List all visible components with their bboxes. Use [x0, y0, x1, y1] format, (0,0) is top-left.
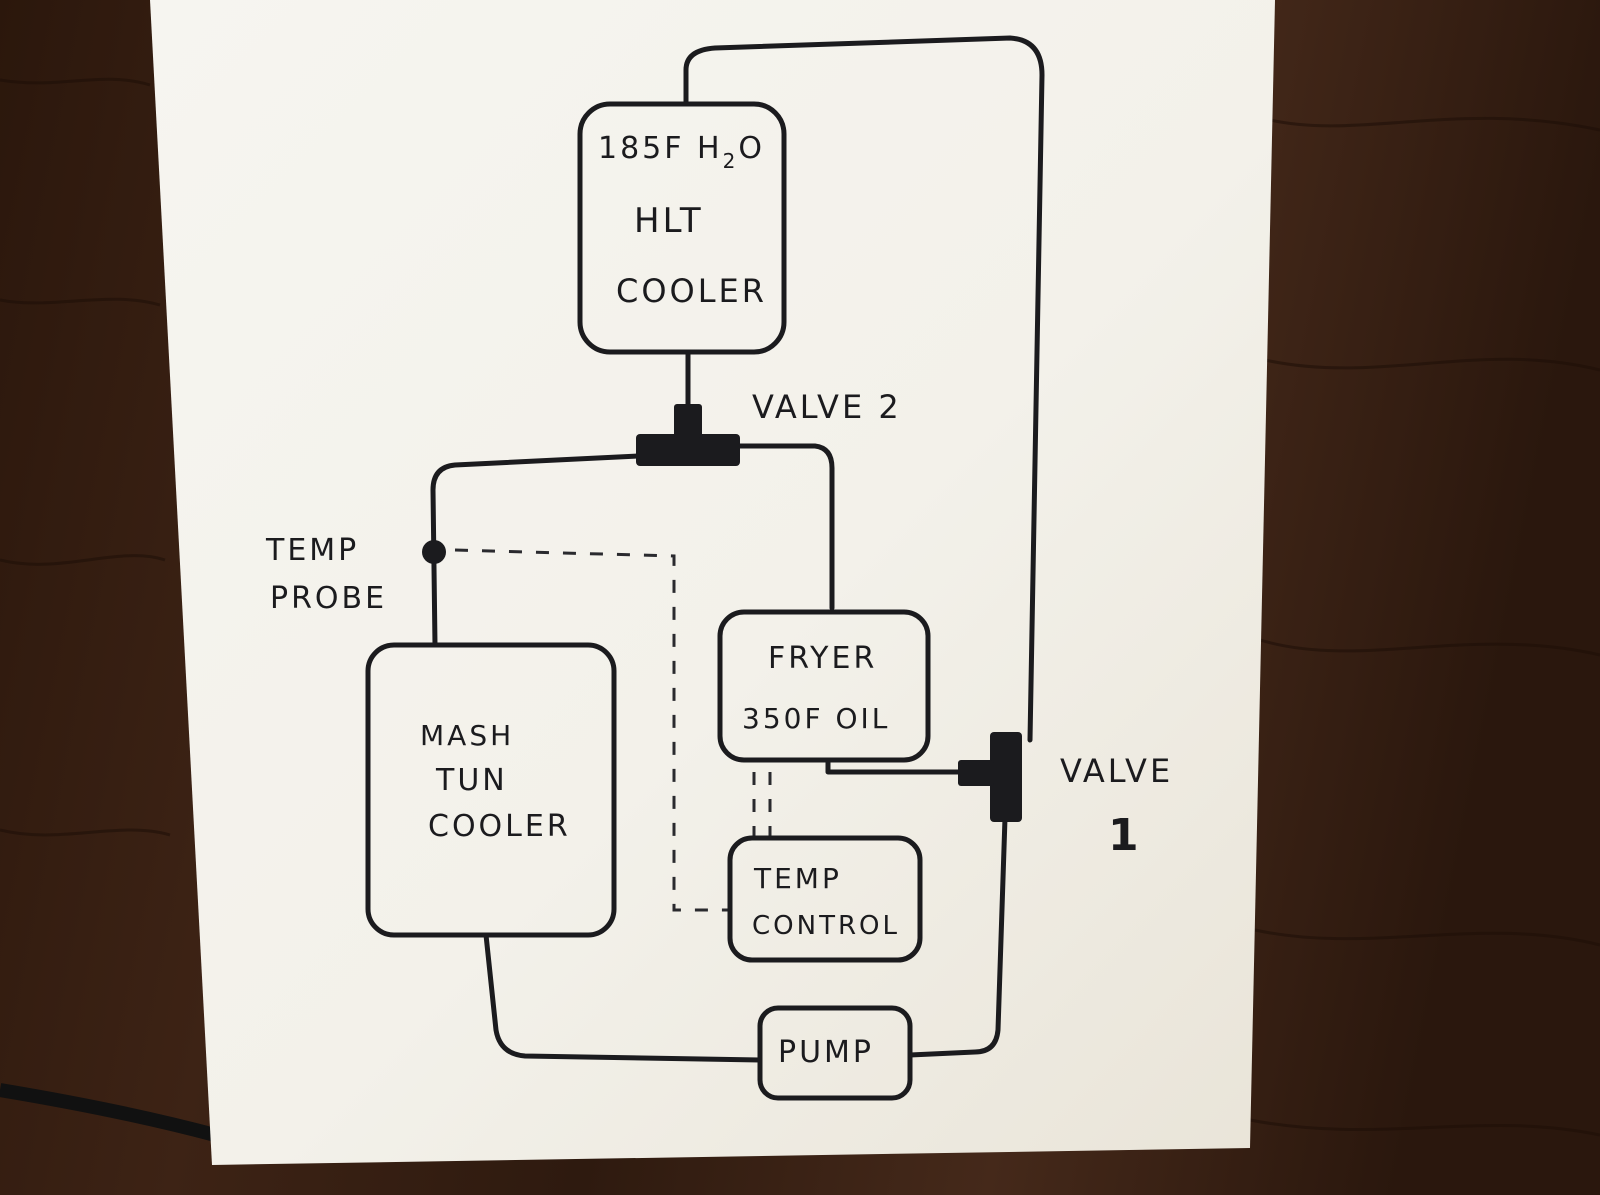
wood-grain: [0, 77, 1600, 1137]
temp-probe-label-line1: TEMP: [265, 533, 359, 568]
fryer: FRYER 350F OIL: [717, 609, 931, 763]
mash-tun-cooler: MASH TUN COOLER: [365, 642, 617, 938]
pipe-valve2-to-mashtun: [430, 453, 641, 648]
fryer-label-line1: FRYER: [768, 641, 877, 676]
temp-probe-label-line2: PROBE: [270, 581, 387, 616]
cable: [0, 1083, 217, 1142]
paper-sheet: [150, 0, 1275, 1165]
valve-1-label-word: VALVE: [1060, 752, 1173, 790]
hlt-label-line3: COOLER: [616, 272, 767, 310]
hlt-label-line2: HLT: [634, 201, 704, 241]
pipe-valve1-to-pump: [907, 815, 1008, 1058]
pipe-mashtun-to-pump: [483, 932, 763, 1063]
pipe-fryer-to-valve1: [825, 757, 963, 775]
mash-tun-label-line1: MASH: [420, 719, 514, 752]
valve-1-label-number: 1: [1108, 810, 1142, 861]
mash-tun-label-line2: TUN: [435, 763, 508, 798]
pump-label: PUMP: [778, 1035, 874, 1070]
temp-control: TEMP CONTROL: [727, 835, 923, 963]
temp-control-label-line2: CONTROL: [752, 911, 900, 941]
hlt-label-line1: 185F H2O: [598, 131, 765, 173]
temp-probe-dot: [422, 540, 446, 564]
valve-1: [958, 732, 1022, 822]
valve-2-label: VALVE 2: [752, 388, 902, 426]
pump: PUMP: [757, 1005, 913, 1101]
pipe-network: [430, 35, 1045, 1063]
signal-probe-to-control: [454, 548, 728, 912]
signal-lines: [454, 548, 772, 912]
pipe-return-loop: [683, 35, 1045, 743]
temp-control-label-line1: TEMP: [753, 862, 842, 895]
mash-tun-label-line3: COOLER: [428, 809, 571, 844]
fryer-label-line2: 350F OIL: [742, 702, 890, 735]
pipe-valve2-to-fryer: [735, 443, 835, 611]
hlt-cooler: 185F H2O HLT COOLER: [577, 101, 787, 355]
valve-2: [636, 404, 740, 466]
